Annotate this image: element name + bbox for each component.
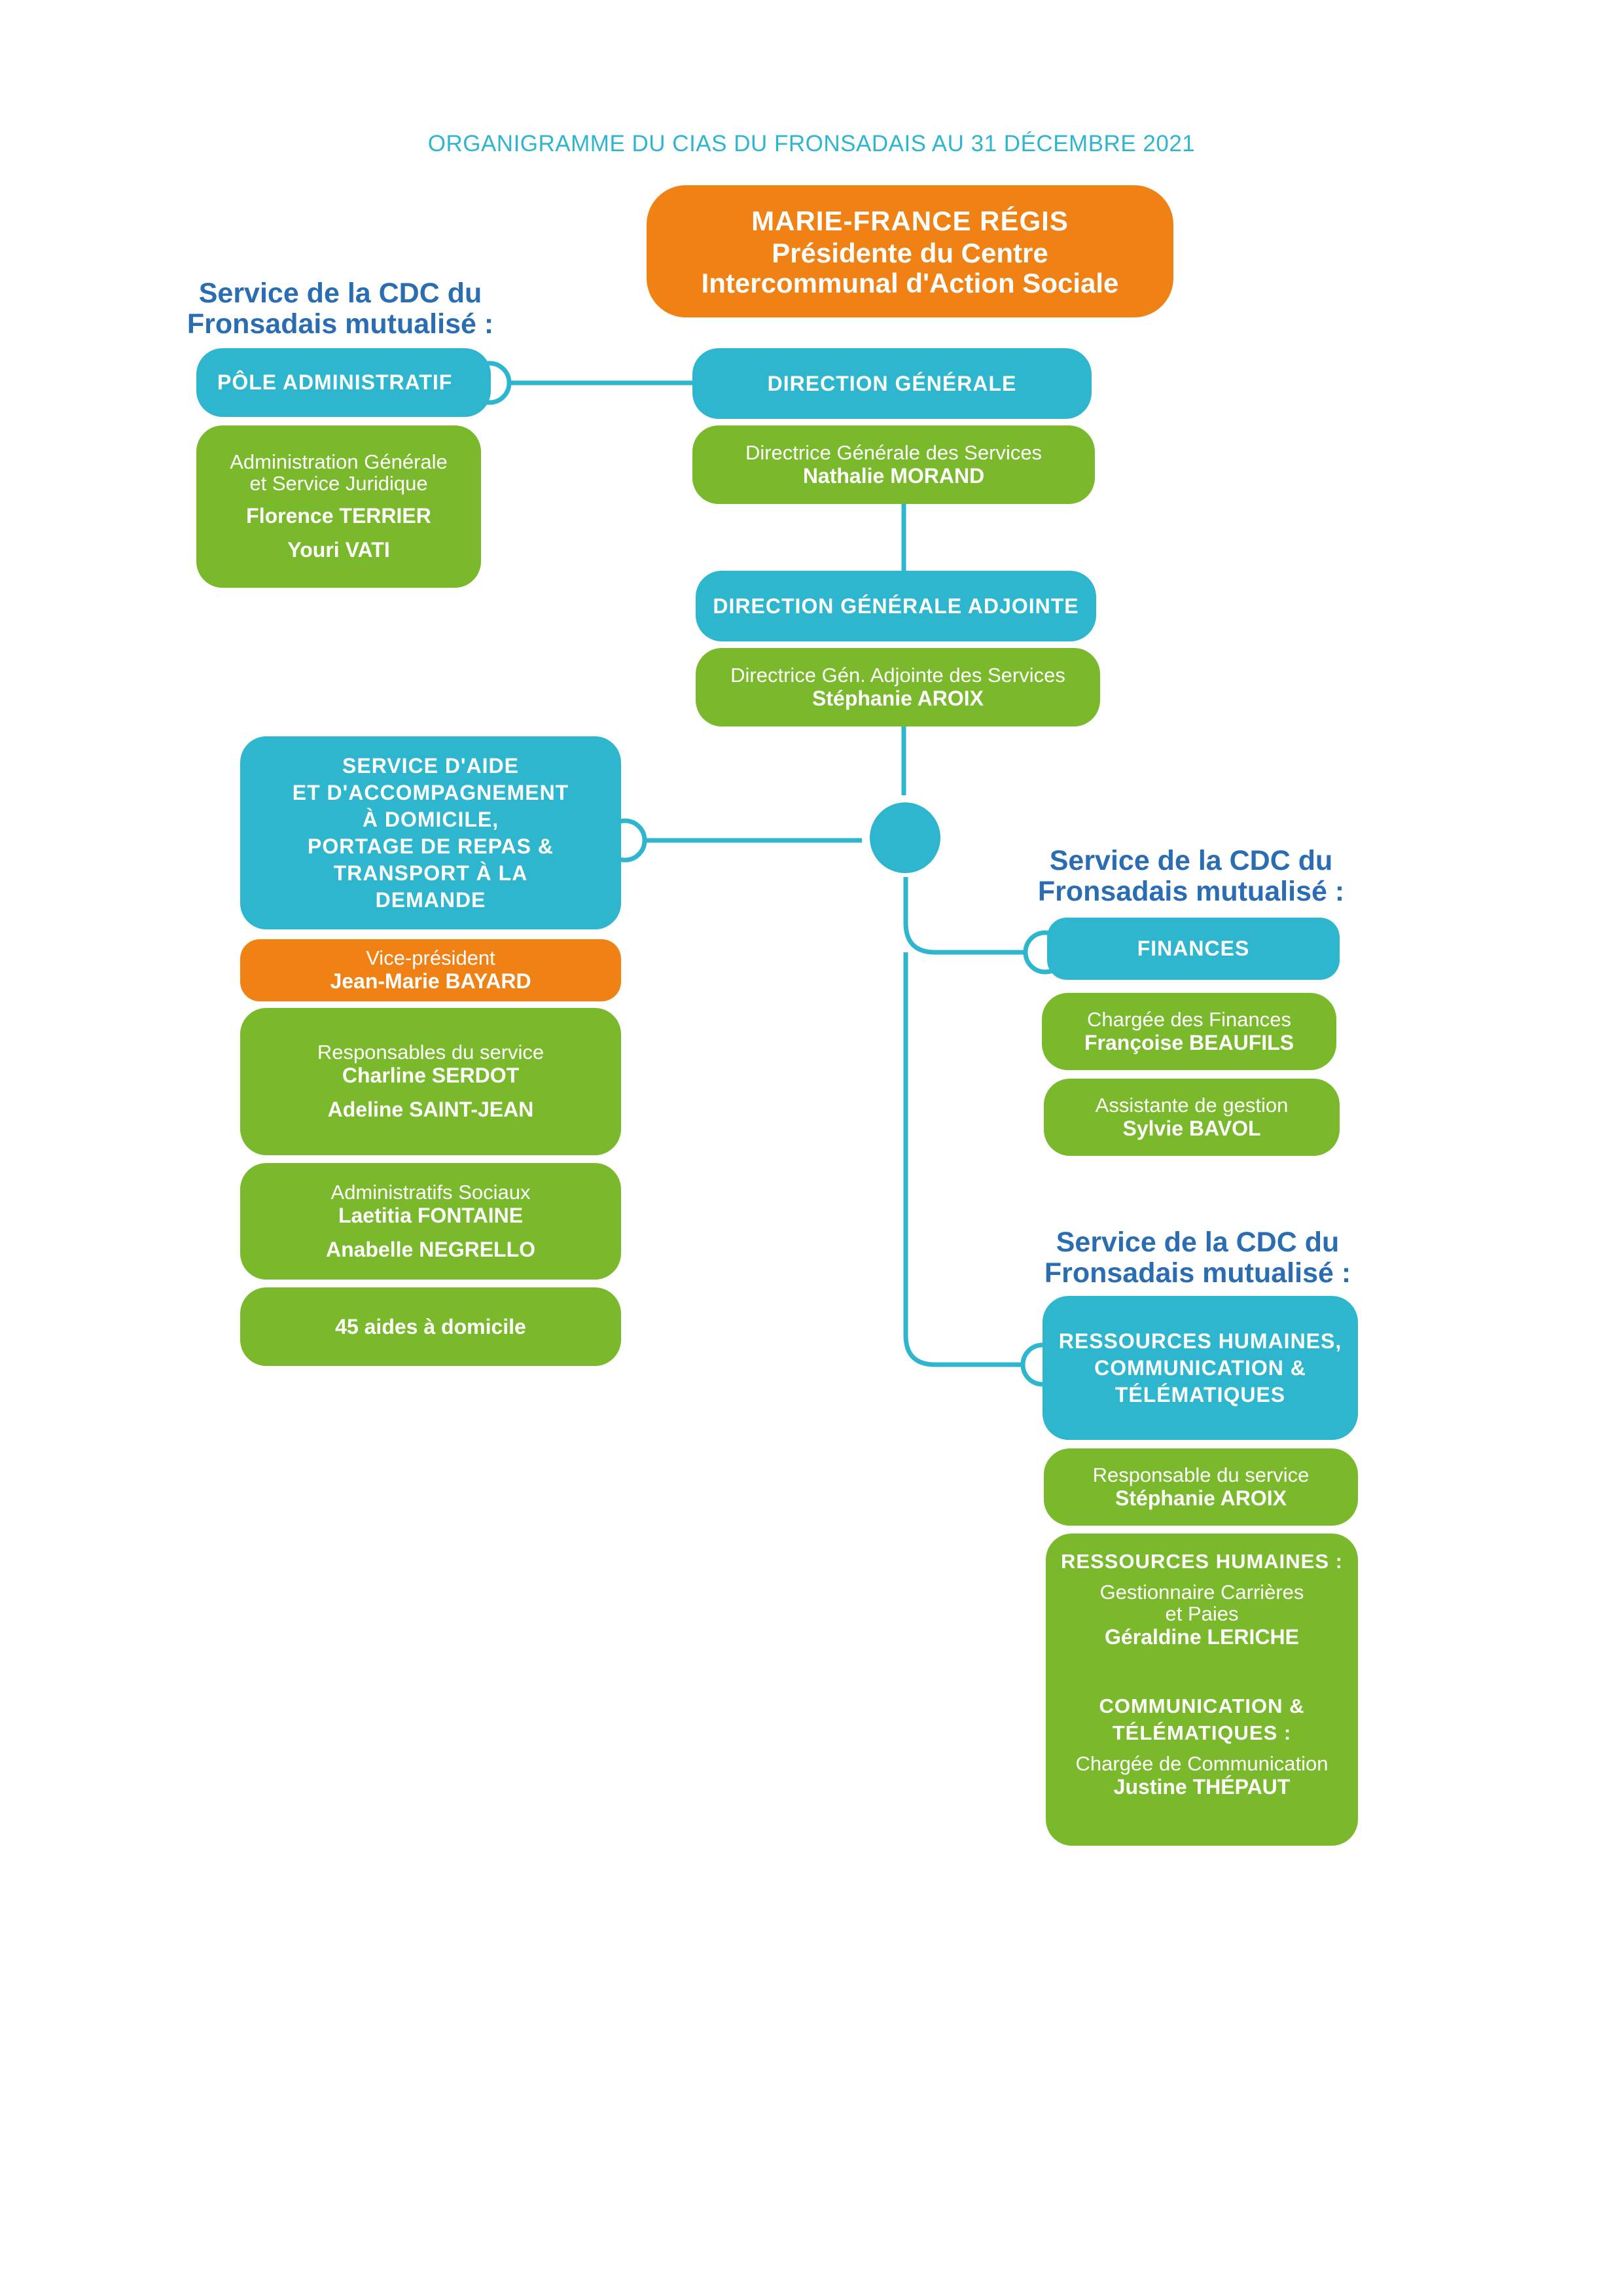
rh-section-title: RESSOURCES HUMAINES : bbox=[1061, 1550, 1343, 1573]
rh-detail: RESSOURCES HUMAINES : Gestionnaire Carri… bbox=[1046, 1534, 1358, 1846]
rh-resp-role: Responsable du service bbox=[1092, 1463, 1310, 1486]
mutualise-line2: Fronsadais mutualisé : bbox=[187, 308, 494, 340]
finances-person1: Françoise BEAUFILS bbox=[1084, 1030, 1294, 1054]
dga-role: Directrice Gén. Adjointe des Services bbox=[730, 663, 1065, 687]
dg-title: DIRECTION GÉNÉRALE bbox=[767, 371, 1017, 395]
comm-section-line1: COMMUNICATION & bbox=[1099, 1695, 1305, 1717]
saad-admin-role: Administratifs Sociaux bbox=[330, 1180, 531, 1204]
dg-person: Nathalie MORAND bbox=[802, 463, 985, 488]
mutualise-label-rh: Service de la CDC du Fronsadais mutualis… bbox=[1034, 1227, 1361, 1289]
mutualise-label-finances: Service de la CDC du Fronsadais mutualis… bbox=[1027, 846, 1355, 907]
dga-header: DIRECTION GÉNÉRALE ADJOINTE bbox=[696, 571, 1096, 641]
comm-role: Chargée de Communication bbox=[1075, 1752, 1329, 1775]
hub-dot bbox=[870, 802, 940, 873]
finances-role1: Chargée des Finances bbox=[1087, 1007, 1291, 1031]
saad-header: SERVICE D'AIDE ET D'ACCOMPAGNEMENT À DOM… bbox=[240, 736, 621, 929]
dga-person: Stéphanie AROIX bbox=[812, 686, 984, 710]
saad-aides: 45 aides à domicile bbox=[240, 1287, 621, 1366]
pole-admin-person2: Youri VATI bbox=[287, 538, 390, 562]
comm-person: Justine THÉPAUT bbox=[1113, 1775, 1291, 1799]
dg-header: DIRECTION GÉNÉRALE bbox=[692, 348, 1092, 419]
saad-aides-label: 45 aides à domicile bbox=[335, 1315, 526, 1338]
line-hub-to-finances bbox=[903, 877, 1047, 955]
dga-staff: Directrice Gén. Adjointe des Services St… bbox=[696, 648, 1100, 726]
president-name: MARIE-FRANCE RÉGIS bbox=[751, 206, 1069, 236]
line-hub-to-rh bbox=[903, 952, 1043, 1367]
comm-section-line2: TÉLÉMATIQUES : bbox=[1112, 1721, 1292, 1744]
finances-title: FINANCES bbox=[1137, 937, 1250, 960]
mutualise-line2: Fronsadais mutualisé : bbox=[1044, 1257, 1351, 1289]
saad-title-line5: TRANSPORT À LA bbox=[333, 861, 528, 885]
mutualise-label-pole: Service de la CDC du Fronsadais mutualis… bbox=[183, 278, 497, 340]
saad-responsables: Responsables du service Charline SERDOT … bbox=[240, 1008, 621, 1155]
saad-admin-person2: Anabelle NEGRELLO bbox=[325, 1237, 536, 1261]
finances-charge: Chargée des Finances Françoise BEAUFILS bbox=[1042, 993, 1336, 1070]
pole-admin-role-line2: et Service Juridique bbox=[249, 472, 428, 495]
rh-resp-person: Stéphanie AROIX bbox=[1115, 1486, 1287, 1510]
mutualise-line1: Service de la CDC du bbox=[198, 278, 482, 309]
dga-title: DIRECTION GÉNÉRALE ADJOINTE bbox=[713, 594, 1079, 618]
president-role-line1: Présidente du Centre bbox=[772, 238, 1048, 268]
rh-title-line3: TÉLÉMATIQUES bbox=[1115, 1382, 1286, 1407]
finances-role2: Assistante de gestion bbox=[1095, 1093, 1289, 1117]
saad-title-line1: SERVICE D'AIDE bbox=[342, 753, 519, 778]
rh-header: RESSOURCES HUMAINES, COMMUNICATION & TÉL… bbox=[1043, 1296, 1358, 1440]
pole-admin-title: PÔLE ADMINISTRATIF bbox=[217, 370, 453, 394]
mutualise-line2: Fronsadais mutualisé : bbox=[1037, 876, 1345, 907]
rh-role-line1: Gestionnaire Carrières bbox=[1099, 1581, 1304, 1604]
pole-admin-role-line1: Administration Générale bbox=[230, 450, 448, 473]
president-role-line2: Intercommunal d'Action Sociale bbox=[701, 268, 1119, 298]
president-box: MARIE-FRANCE RÉGIS Présidente du Centre … bbox=[647, 185, 1173, 317]
saad-vp-person: Jean-Marie BAYARD bbox=[330, 969, 531, 993]
saad-title-line6: DEMANDE bbox=[375, 888, 486, 912]
saad-title-line2: ET D'ACCOMPAGNEMENT bbox=[292, 780, 569, 804]
rh-title-line1: RESSOURCES HUMAINES, bbox=[1058, 1329, 1342, 1353]
finances-assistante: Assistante de gestion Sylvie BAVOL bbox=[1044, 1079, 1340, 1156]
saad-title-line4: PORTAGE DE REPAS & bbox=[308, 834, 554, 858]
saad-title-line3: À DOMICILE, bbox=[362, 807, 499, 831]
finances-header: FINANCES bbox=[1047, 918, 1340, 980]
saad-admin-person1: Laetitia FONTAINE bbox=[338, 1203, 524, 1227]
mutualise-line1: Service de la CDC du bbox=[1049, 845, 1333, 876]
saad-administratifs: Administratifs Sociaux Laetitia FONTAINE… bbox=[240, 1163, 621, 1280]
dg-staff: Directrice Générale des Services Nathali… bbox=[692, 425, 1095, 504]
saad-resp-person2: Adeline SAINT-JEAN bbox=[327, 1098, 534, 1121]
pole-admin-person1: Florence TERRIER bbox=[246, 504, 431, 528]
rh-role-line2: et Paies bbox=[1165, 1602, 1239, 1625]
finances-person2: Sylvie BAVOL bbox=[1122, 1116, 1261, 1140]
pole-admin-staff: Administration Générale et Service Jurid… bbox=[196, 425, 481, 588]
page-title: ORGANIGRAMME DU CIAS DU FRONSADAIS AU 31… bbox=[427, 131, 1196, 156]
dg-role: Directrice Générale des Services bbox=[745, 440, 1043, 464]
rh-title-line2: COMMUNICATION & bbox=[1094, 1355, 1306, 1380]
mutualise-line1: Service de la CDC du bbox=[1056, 1227, 1340, 1258]
rh-responsable: Responsable du service Stéphanie AROIX bbox=[1044, 1448, 1358, 1526]
rh-person: Géraldine LERICHE bbox=[1105, 1625, 1299, 1649]
saad-vice-president: Vice-président Jean-Marie BAYARD bbox=[240, 939, 621, 1001]
saad-vp-role: Vice-président bbox=[366, 946, 495, 969]
saad-resp-person1: Charline SERDOT bbox=[342, 1064, 520, 1087]
saad-resp-role: Responsables du service bbox=[317, 1041, 544, 1064]
pole-admin-header: PÔLE ADMINISTRATIF bbox=[196, 348, 491, 417]
